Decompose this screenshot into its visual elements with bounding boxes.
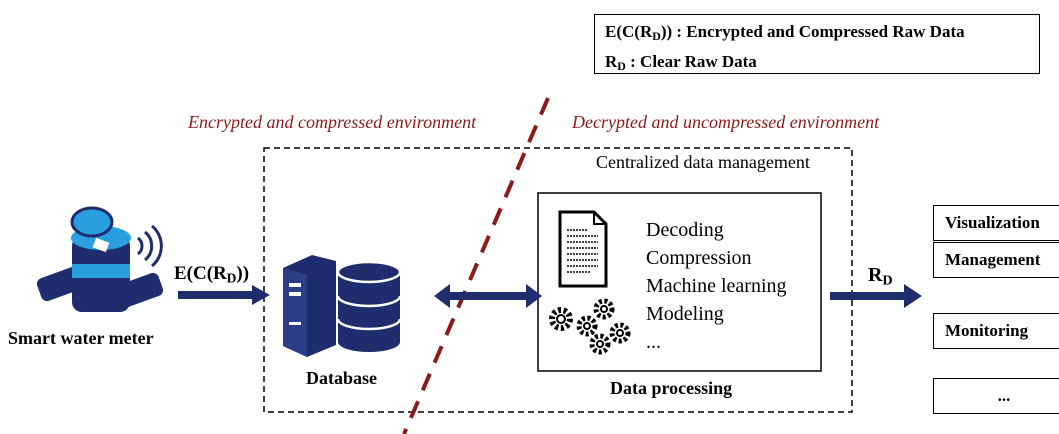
- processing-step: ...: [646, 331, 661, 353]
- output-management-box: Management: [933, 242, 1059, 278]
- smart-water-meter-label: Smart water meter: [8, 328, 154, 348]
- arrow-database-processing: [434, 284, 542, 308]
- arrow-meter-to-database: [178, 285, 270, 305]
- document-icon: [558, 210, 608, 288]
- gears-icon: [549, 298, 631, 355]
- centralized-box: [263, 147, 853, 413]
- output-visualization-box: Visualization: [933, 205, 1059, 241]
- environment-divider: [402, 97, 550, 434]
- processing-steps-list: Decoding Compression Machine learning Mo…: [646, 216, 787, 356]
- processing-step: Decoding: [646, 219, 724, 241]
- data-processing-label: Data processing: [610, 378, 733, 398]
- encrypted-environment-label: Encrypted and compressed environment: [188, 112, 477, 132]
- processing-step: Machine learning: [646, 275, 787, 297]
- database-label: Database: [306, 368, 377, 388]
- arrow-processing-to-outputs: [830, 284, 922, 308]
- legend-line-clear: RD : Clear Raw Data: [605, 51, 757, 73]
- encrypted-data-arrow-label: E(C(RD)): [174, 263, 250, 286]
- output-monitoring-box: Monitoring: [933, 313, 1059, 349]
- raw-data-arrow-label: RD: [868, 264, 893, 289]
- smart-water-meter-icon: [36, 206, 164, 312]
- database-icon: [283, 255, 402, 357]
- legend-box: E(C(RD)) : Encrypted and Compressed Raw …: [594, 14, 1040, 74]
- legend-line-encrypted: E(C(RD)) : Encrypted and Compressed Raw …: [605, 22, 965, 43]
- output-more-box: ...: [933, 378, 1059, 414]
- decrypted-environment-label: Decrypted and uncompressed environment: [572, 112, 880, 132]
- processing-step: Modeling: [646, 303, 724, 325]
- centralized-data-management-label: Centralized data management: [596, 152, 810, 172]
- processing-step: Compression: [646, 247, 752, 269]
